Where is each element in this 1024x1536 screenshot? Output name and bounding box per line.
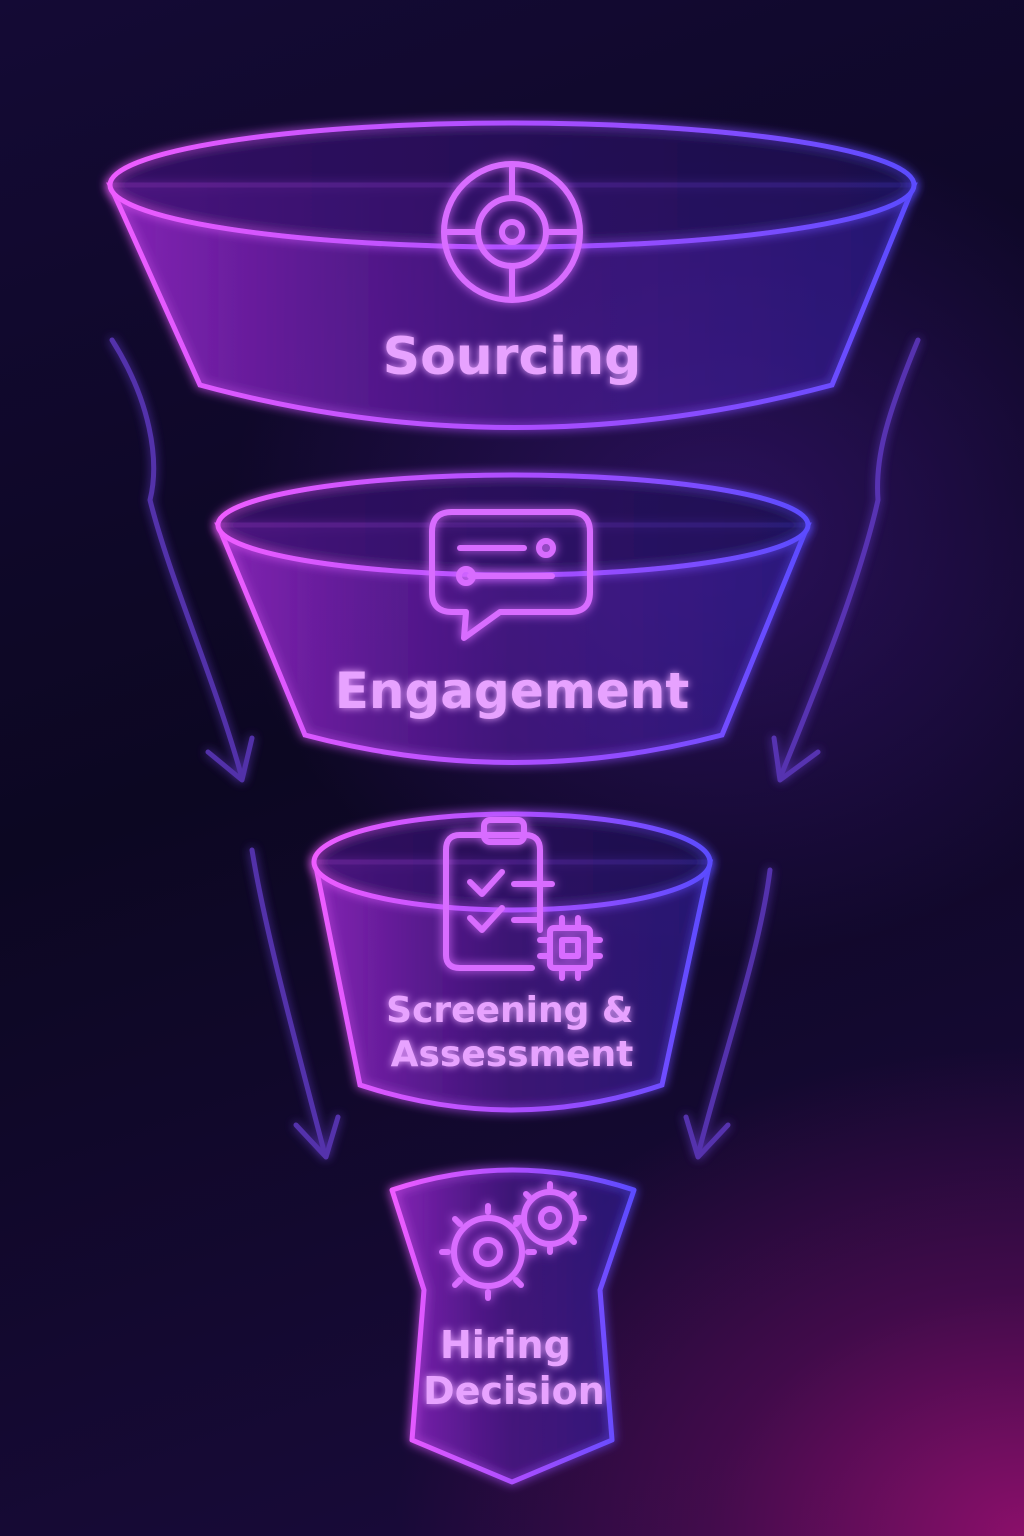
stage-screening-assessment-label: Screening & Assessment <box>386 990 646 1075</box>
right-flow-arrow-lower-head-icon <box>683 1114 731 1160</box>
clipboard-checklist-chip-icon <box>443 817 603 981</box>
left-flow-arrow-upper-head-icon <box>205 735 255 783</box>
left-flow-arrow-upper <box>109 337 245 781</box>
stage-sourcing-bowl <box>106 182 918 430</box>
stage-engagement-label: Engagement <box>335 662 690 720</box>
flow-arrows <box>109 337 921 1160</box>
stage-engagement: Engagement <box>214 472 812 765</box>
stage-screening-assessment-bowl <box>311 859 714 1113</box>
right-flow-arrow-upper <box>777 337 921 781</box>
stage-engagement-bowl <box>214 522 812 765</box>
stage-hiring-decision: Hiring Decision <box>389 1167 637 1485</box>
right-flow-arrow-upper-head-icon <box>771 735 821 783</box>
gears-icon <box>439 1181 587 1301</box>
chat-bubble-sliders-icon <box>429 509 593 641</box>
stage-sourcing: Sourcing <box>106 120 918 430</box>
stage-hiring-decision-label: Hiring Decision <box>423 1323 605 1413</box>
stage-screening-assessment-rim <box>311 811 713 913</box>
stage-screening-assessment: Screening & Assessment <box>311 811 714 1113</box>
left-flow-arrow-lower <box>249 847 328 1158</box>
left-flow-arrow-lower-head-icon <box>293 1114 341 1160</box>
right-flow-arrow-lower <box>695 867 773 1158</box>
target-icon <box>441 161 583 303</box>
stage-engagement-rim <box>215 472 811 578</box>
stage-sourcing-label: Sourcing <box>383 327 642 387</box>
